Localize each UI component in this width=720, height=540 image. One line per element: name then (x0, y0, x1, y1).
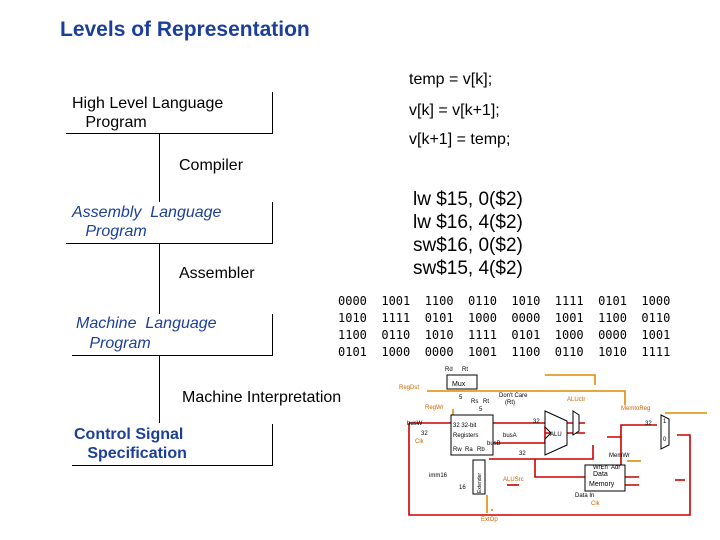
dp-5-b: 5 (479, 407, 483, 413)
extender-box (472, 459, 486, 495)
dp-aluctr: ALUctr (567, 397, 585, 403)
alusrc-mux (572, 410, 580, 436)
dp-32-c: 32 (519, 451, 526, 457)
machine-label-2: Program (76, 335, 151, 352)
dp-memtoreg: MemtoReg (621, 406, 650, 412)
reg-file-label-1: 32 32-bit (453, 423, 477, 429)
dp-1: 1 (663, 419, 667, 425)
control-signal-box: Control Signal Specification (72, 424, 273, 466)
dp-wrenb: WrEn (593, 465, 608, 471)
asm-line-4: sw$15, 4($2) (413, 258, 523, 279)
register-file (450, 414, 494, 456)
high-level-language-box: High Level Language Program (66, 92, 273, 134)
dp-alusrc: ALUSrc (503, 477, 524, 483)
asm-line-2: lw $16, 4($2) (413, 212, 523, 233)
assembly-language-box: Assembly Language Program (66, 202, 273, 244)
assembly-label-1: Assembly Language (72, 204, 222, 221)
dp-rw: Rw (453, 447, 462, 453)
reg-mux-label: Mux (452, 381, 466, 388)
dp-5-a: 5 (459, 395, 463, 401)
memtoreg-mux (660, 414, 670, 450)
high-level-label-1: High Level Language (72, 95, 224, 112)
c-code-line-1: temp = v[k]; (409, 71, 493, 88)
compiler-label: Compiler (179, 157, 244, 174)
dp-busw: busW (407, 421, 423, 427)
page-title: Levels of Representation (60, 18, 310, 41)
dp-rd: Rd (445, 367, 453, 373)
dp-busa: busA (503, 433, 517, 439)
dp-32-a: 32 (421, 431, 428, 437)
machine-label-1: Machine Language (76, 315, 217, 332)
dp-imm16: imm16 (429, 473, 448, 479)
reg-mux (446, 374, 478, 390)
dp-rs: Rs (471, 399, 478, 405)
reg-file-label-2: Registers (453, 433, 478, 439)
dp-busb: busB (487, 441, 501, 447)
extender-label: Extender (477, 473, 483, 493)
dp-clk-2: Clk (591, 501, 601, 507)
control-label-2: Specification (74, 445, 187, 462)
dp-adr: Adr (611, 465, 620, 471)
control-label-1: Control Signal (74, 426, 184, 443)
dp-32-b: 32 (533, 419, 540, 425)
dp-datain: Data In (575, 493, 594, 499)
machine-code-line-3: 1100 0110 1010 1111 0101 1000 0000 1001 (338, 328, 671, 342)
machine-code-line-1: 0000 1001 1100 0110 1010 1111 0101 1000 (338, 294, 671, 308)
level-connector (159, 133, 160, 423)
dp-16: 16 (459, 485, 466, 491)
machine-code-line-4: 0101 1000 0000 1001 1100 0110 1010 1111 (338, 345, 671, 359)
alu-label: ALU (550, 432, 562, 438)
alu-shape (544, 410, 568, 456)
asm-line-1: lw $15, 0($2) (413, 189, 523, 210)
data-memory (584, 464, 626, 492)
dp-regdst: RegDst (399, 385, 419, 391)
dp-dontcare: Don't Care (499, 393, 528, 399)
assembly-label-2: Program (72, 223, 147, 240)
dp-ra: Ra (465, 447, 473, 453)
dp-rt: Rt (462, 367, 468, 373)
data-mem-label-1: Data (593, 471, 608, 478)
dp-rt2: Rt (483, 399, 489, 405)
dp-32-d: 32 (645, 421, 652, 427)
dp-extop: ExtOp (481, 517, 498, 523)
high-level-label-2: Program (72, 114, 147, 131)
assembler-label: Assembler (179, 265, 255, 282)
c-code-line-3: v[k+1] = temp; (409, 131, 511, 148)
data-mem-label-2: Memory (589, 481, 615, 488)
dp-rb: Rb (477, 447, 485, 453)
dp-clk-1: Clk (415, 439, 425, 445)
machine-interpretation-label: Machine Interpretation (182, 389, 342, 406)
asm-line-3: sw$16, 0($2) (413, 235, 523, 256)
c-code-line-2: v[k] = v[k+1]; (409, 102, 500, 119)
dp-memwr: MemWr (609, 453, 630, 459)
dp-0: 0 (663, 437, 667, 443)
dp-regwr: RegWr (425, 405, 444, 411)
machine-code-line-2: 1010 1111 0101 1000 0000 1001 1100 0110 (338, 311, 671, 325)
machine-language-box: Machine Language Program (72, 314, 273, 356)
dp-rt-rd: (Rt) (505, 400, 515, 406)
datapath-diagram: Mux 32 32-bit Registers ALU Extender Dat… (399, 367, 707, 523)
